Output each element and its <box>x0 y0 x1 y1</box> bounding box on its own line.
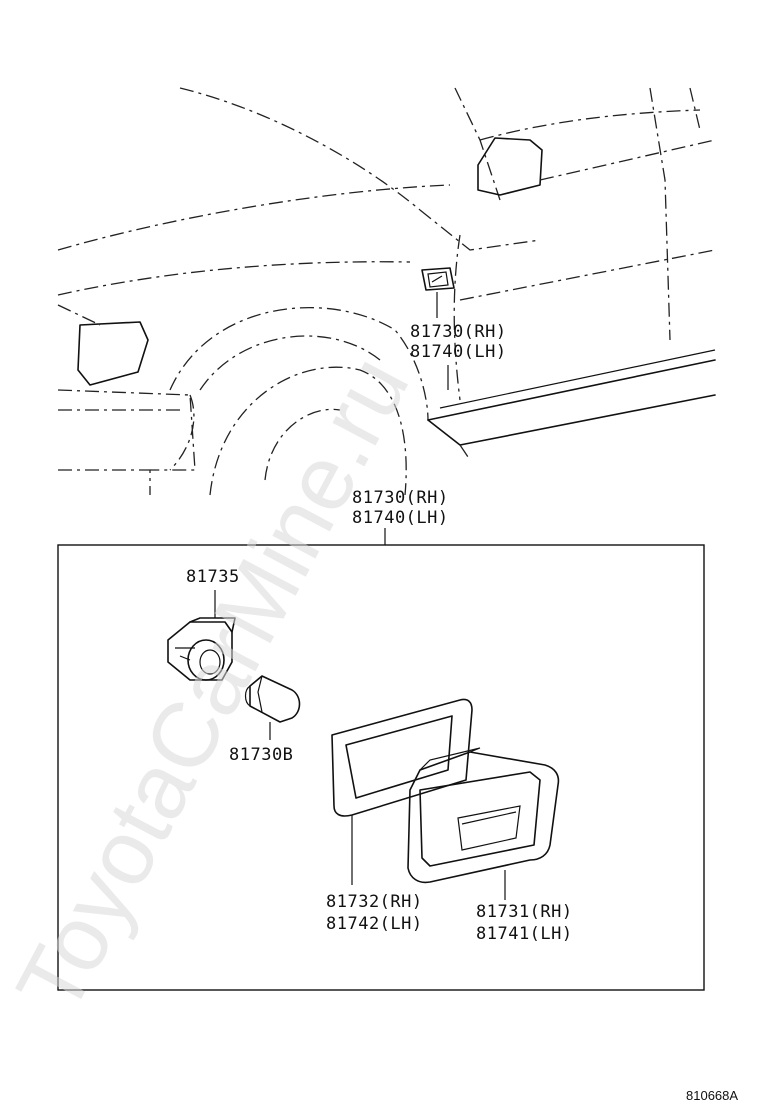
callout-bulb: 81730B <box>229 745 293 765</box>
callout-top-lh: 81740(LH) <box>410 342 507 362</box>
gasket-part <box>331 698 473 885</box>
socket-part <box>167 590 236 681</box>
callout-lens-lh: 81741(LH) <box>476 924 573 944</box>
callout-gasket-lh: 81742(LH) <box>326 914 423 934</box>
bulb-part <box>244 675 301 740</box>
callout-socket: 81735 <box>186 567 240 587</box>
detail-frame <box>57 544 705 991</box>
callout-lens-rh: 81731(RH) <box>476 902 573 922</box>
figure-code: 810668A <box>686 1088 738 1103</box>
callout-gasket-rh: 81732(RH) <box>326 892 423 912</box>
lens-part <box>407 747 560 900</box>
callout-box-rh: 81730(RH) <box>352 488 449 508</box>
vehicle-outline <box>57 87 716 496</box>
callout-top-rh: 81730(RH) <box>410 322 507 342</box>
callout-box-lh: 81740(LH) <box>352 508 449 528</box>
